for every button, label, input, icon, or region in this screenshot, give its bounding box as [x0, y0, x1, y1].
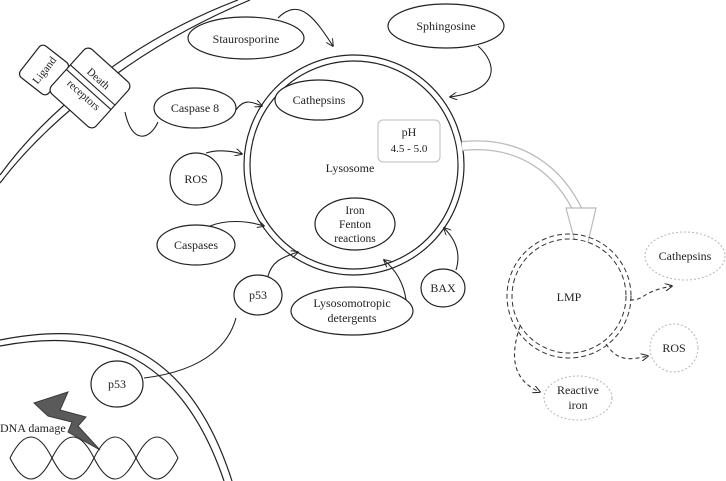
p53-upper-label: p53 — [249, 288, 267, 302]
lmp-node: LMP — [506, 233, 632, 359]
caspases-node — [156, 224, 236, 266]
caspase8-label: Caspase 8 — [171, 101, 219, 115]
cathepsins-inner-node — [274, 79, 364, 121]
ros-left-node — [169, 152, 223, 206]
dna-damage-label: DNA damage — [0, 421, 66, 435]
bax-label: BAX — [430, 281, 456, 295]
lmp-to-cathepsins-arrow — [629, 286, 672, 301]
reactive-iron-label-2: iron — [568, 398, 587, 412]
reactive-iron-label-1: Reactive — [557, 383, 599, 397]
iron-fenton-label-1: Iron — [345, 205, 364, 217]
lysosomotropic-node — [290, 286, 414, 336]
reactive-iron-node — [543, 375, 613, 421]
iron-fenton-node — [314, 197, 396, 251]
cathepsins-out-node — [644, 231, 726, 281]
ph-label: pH — [402, 125, 417, 139]
lightning-bolt-icon — [33, 391, 101, 451]
cathepsins-out-label: Cathepsins — [659, 249, 712, 263]
lysosomotropic-label-2: detergents — [327, 311, 376, 325]
caspases-arrow — [209, 222, 264, 227]
nuclear-membrane — [0, 333, 233, 481]
bax-arrow — [444, 228, 459, 271]
staurosporine-node — [187, 16, 305, 60]
lmp-curved-arrow-head — [565, 207, 597, 269]
p53-lower-link — [143, 317, 237, 379]
p53-lower-label: p53 — [108, 377, 126, 391]
p53-upper-node — [233, 274, 283, 316]
ros-out-node — [649, 323, 699, 373]
sphingosine-label: Sphingosine — [416, 19, 475, 33]
iron-fenton-label-2: Fenton — [339, 219, 371, 231]
bax-node — [420, 268, 466, 308]
staurosporine-arrow — [277, 8, 333, 46]
cathepsins-inner-label: Cathepsins — [293, 93, 346, 107]
death-receptor-complex: Ligand Death receptors — [18, 44, 131, 129]
sphingosine-arrow — [450, 45, 492, 97]
lmp-label: LMP — [557, 290, 582, 304]
lmp-to-iron-arrow — [514, 325, 540, 392]
caspase8-node — [153, 87, 237, 129]
p53-lower-node — [90, 360, 144, 408]
lysosomotropic-arrow — [384, 260, 407, 301]
caspases-label: Caspases — [174, 238, 218, 252]
staurosporine-label: Staurosporine — [213, 32, 280, 46]
caspase8-arrow — [235, 102, 262, 111]
dna-helix-icon — [9, 436, 179, 480]
ros-left-label: ROS — [184, 172, 207, 186]
lmp-to-ros-arrow — [605, 343, 648, 359]
iron-fenton-label-3: reactions — [334, 233, 376, 245]
lysosomotropic-label-1: Lysosomotropic — [313, 296, 390, 310]
ph-range: 4.5 - 5.0 — [391, 143, 428, 155]
receptor-to-caspase8-link — [124, 111, 159, 137]
ros-out-label: ROS — [662, 341, 685, 355]
ph-box — [377, 119, 441, 163]
sphingosine-node — [387, 3, 505, 49]
p53-upper-arrow — [267, 252, 298, 277]
ros-arrow — [205, 151, 242, 154]
lysosome-label: Lysosome — [326, 161, 375, 175]
